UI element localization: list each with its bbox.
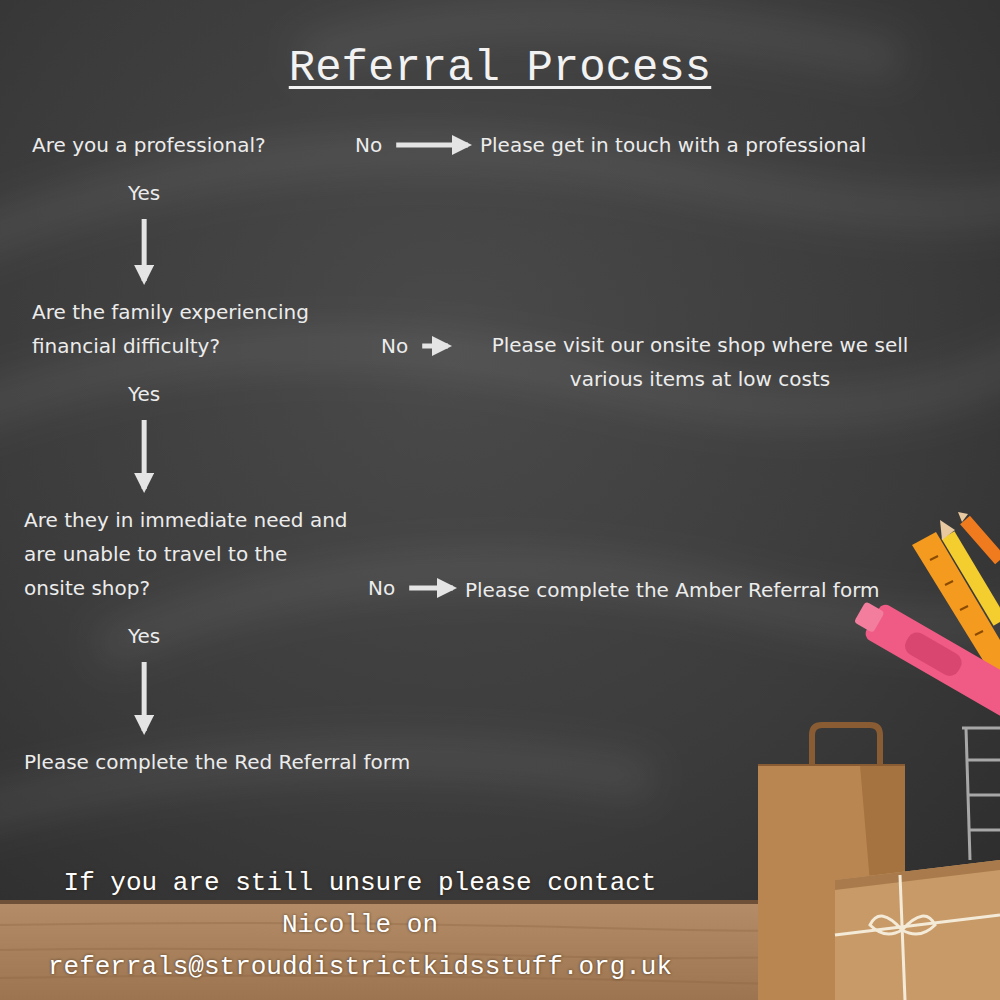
- title: Referral Process: [0, 40, 1000, 96]
- step-text: Please get in touch with a professional: [480, 128, 866, 162]
- flow-step: Are they in immediate need and are unabl…: [24, 503, 354, 605]
- step-text: Are the family experiencing financial di…: [32, 295, 367, 363]
- flow-step: Please complete the Amber Referral form: [465, 573, 880, 607]
- flow-step: Are the family experiencing financial di…: [32, 295, 367, 363]
- answer-label: Yes: [128, 622, 160, 650]
- step-text: Are you a professional?: [32, 128, 266, 162]
- contact-note: If you are still unsure please contact N…: [20, 862, 700, 988]
- step-text: Please complete the Amber Referral form: [465, 573, 880, 607]
- step-text: Please visit our onsite shop where we se…: [460, 328, 940, 396]
- answer-label: No: [355, 131, 382, 159]
- flow-step: Are you a professional?: [32, 128, 266, 162]
- flow-arrow: [142, 662, 147, 731]
- answer-label: Yes: [128, 380, 160, 408]
- step-text: Are they in immediate need and are unabl…: [24, 503, 354, 605]
- flow-arrow: [142, 420, 147, 489]
- answer-label: No: [381, 332, 408, 360]
- flow-step: Please get in touch with a professional: [480, 128, 866, 162]
- answer-label: Yes: [128, 179, 160, 207]
- flow-arrow: [396, 143, 468, 148]
- answer-label: No: [368, 574, 395, 602]
- step-text: Please complete the Red Referral form: [24, 745, 410, 779]
- flow-arrow: [422, 344, 448, 349]
- flow-arrow: [142, 219, 147, 281]
- flow-step: Please visit our onsite shop where we se…: [460, 328, 940, 396]
- flow-arrow: [409, 586, 453, 591]
- flow-step: Please complete the Red Referral form: [24, 745, 410, 779]
